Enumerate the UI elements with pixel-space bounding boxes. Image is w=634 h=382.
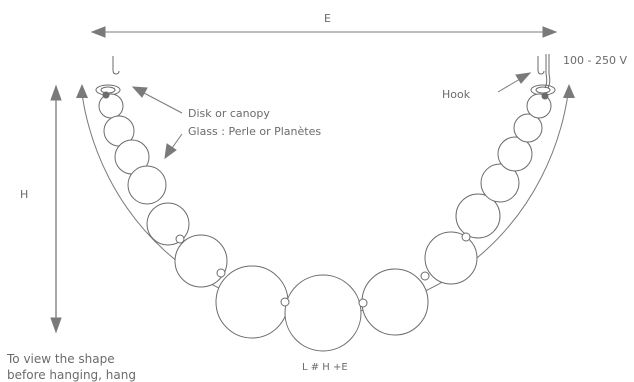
hook-callout-arrow xyxy=(497,72,532,93)
glass-beads xyxy=(98,93,552,352)
glass-callout-arrow xyxy=(164,133,183,160)
footnote-line-1: To view the shape xyxy=(7,352,115,366)
voltage-label: 100 - 250 V xyxy=(563,54,627,67)
disk-callout-arrow xyxy=(131,86,183,114)
height-label: H xyxy=(20,188,29,201)
length-formula-label: L # H +E xyxy=(302,362,348,373)
footnote-line-2: before hanging, hang xyxy=(7,368,136,382)
width-dimension-arrow xyxy=(90,26,558,38)
width-label: E xyxy=(324,12,331,25)
right-hook-icon xyxy=(537,54,551,89)
height-dimension-arrow xyxy=(50,84,62,334)
hook-label: Hook xyxy=(442,88,471,101)
connector-pearls xyxy=(102,91,549,308)
disk-canopy-label: Disk or canopy xyxy=(188,107,270,120)
disk-canopy xyxy=(95,84,556,96)
left-hook-icon xyxy=(112,56,120,75)
glass-label: Glass : Perle or Planètes xyxy=(188,125,322,138)
